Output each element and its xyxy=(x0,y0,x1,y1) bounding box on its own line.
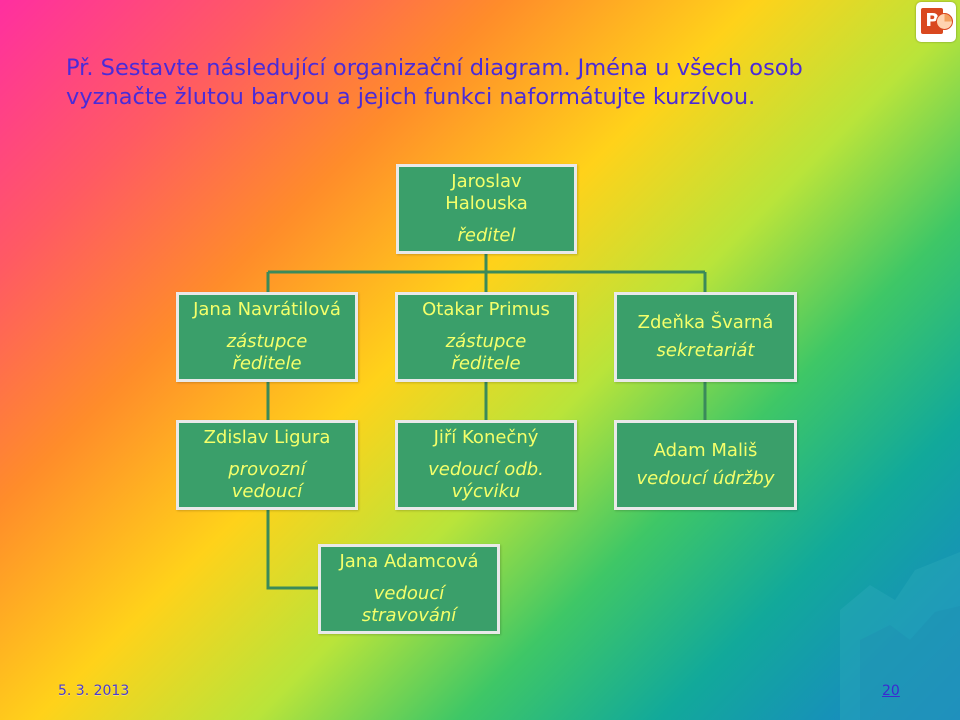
person-role: sekretariát xyxy=(656,340,755,361)
person-role: provozní vedoucí xyxy=(228,459,306,502)
org-box-konecny: Jiří Konečný vedoucí odb. výcviku xyxy=(395,420,577,510)
org-box-malis: Adam Mališ vedoucí údržby xyxy=(614,420,797,510)
slide-title: Př. Sestavte následující organizační dia… xyxy=(66,55,803,110)
person-name: Zdeňka Švarná xyxy=(637,312,774,333)
person-role: vedoucí údržby xyxy=(636,468,775,489)
org-box-ligura: Zdislav Ligura provozní vedoucí xyxy=(176,420,358,510)
person-role: zástupce ředitele xyxy=(226,331,308,374)
person-name: Jana Navrátilová xyxy=(193,299,341,320)
slide-date: 5. 3. 2013 xyxy=(58,683,130,699)
person-name: Jiří Konečný xyxy=(433,427,539,448)
person-name: Jaroslav Halouska xyxy=(445,171,528,214)
org-box-director: Jaroslav Halouska ředitel xyxy=(396,164,577,254)
person-role: vedoucí stravování xyxy=(361,583,457,626)
org-box-deputy-navratilova: Jana Navrátilová zástupce ředitele xyxy=(176,292,358,382)
person-name: Adam Mališ xyxy=(653,440,758,461)
person-role: zástupce ředitele xyxy=(445,331,527,374)
org-box-secretary: Zdeňka Švarná sekretariát xyxy=(614,292,797,382)
org-box-deputy-primus: Otakar Primus zástupce ředitele xyxy=(395,292,577,382)
slide-number: 20 xyxy=(882,683,900,699)
person-name: Zdislav Ligura xyxy=(203,427,331,448)
person-role: vedoucí odb. výcviku xyxy=(428,459,544,502)
org-box-adamcova: Jana Adamcová vedoucí stravování xyxy=(318,544,500,634)
person-role: ředitel xyxy=(457,225,516,246)
powerpoint-icon: P xyxy=(916,2,956,42)
person-name: Jana Adamcová xyxy=(339,551,479,572)
person-name: Otakar Primus xyxy=(422,299,550,320)
